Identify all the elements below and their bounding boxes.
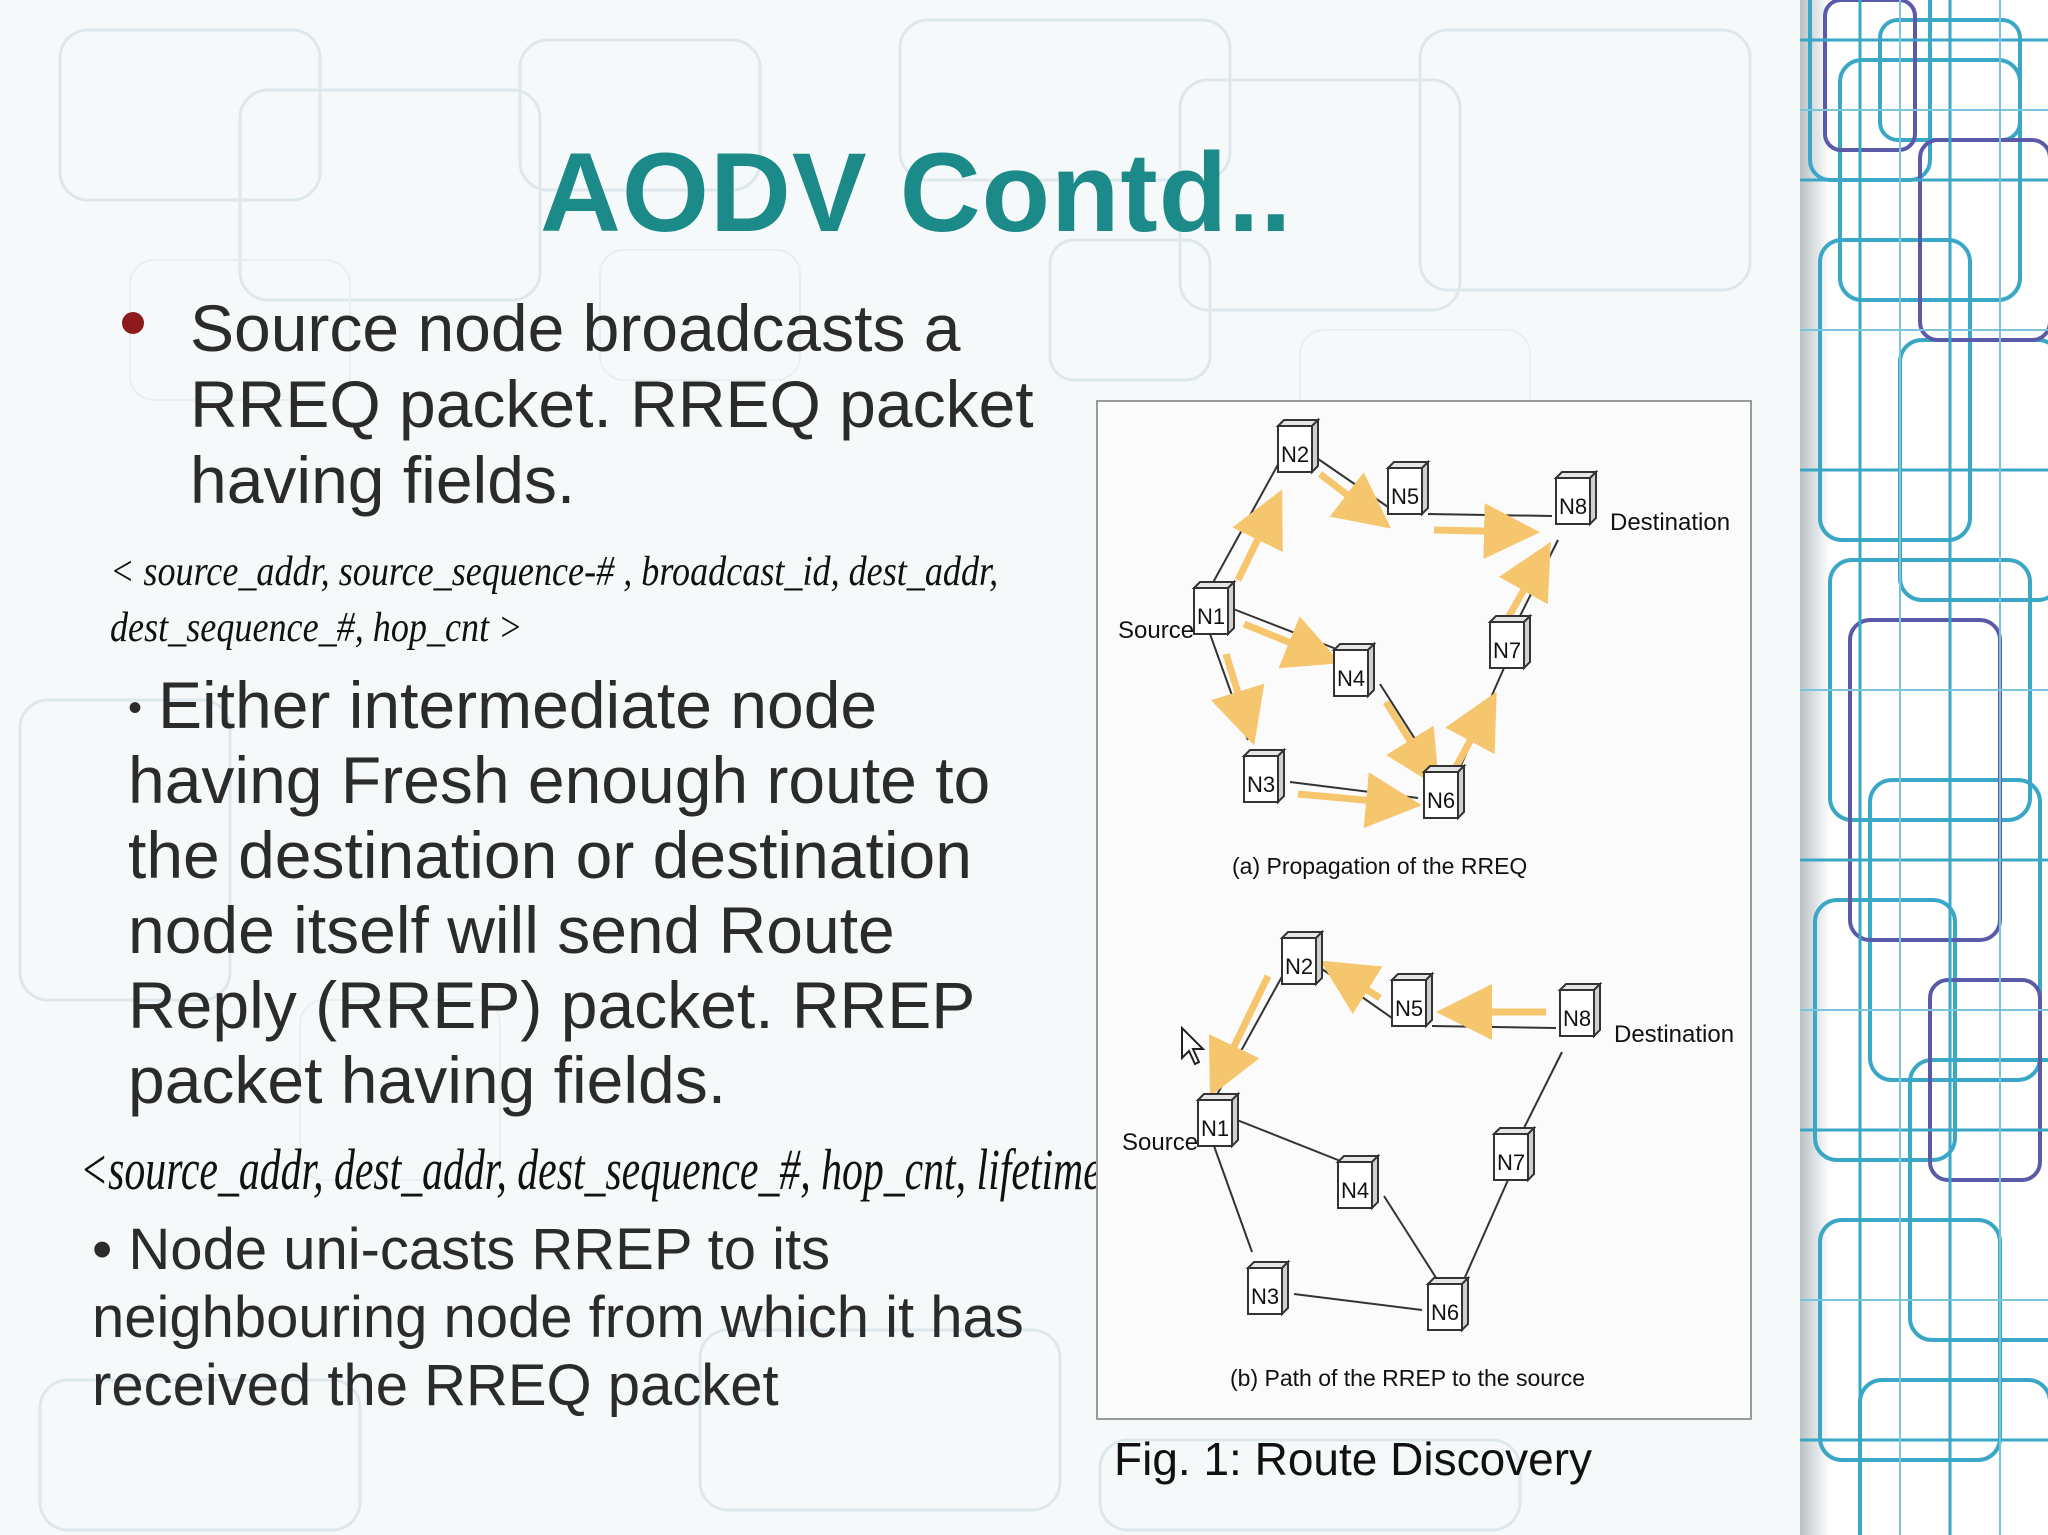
node-n4: N4 (1333, 643, 1375, 697)
svg-text:N1: N1 (1197, 604, 1225, 629)
svg-text:N4: N4 (1337, 666, 1365, 691)
diagram-b: N2 N5 N8 N1 N7 N4 N3 N6 Destination Sour… (1122, 931, 1734, 1391)
label-destination-b: Destination (1614, 1021, 1734, 1048)
svg-text:N2: N2 (1285, 954, 1313, 979)
svg-text:N6: N6 (1427, 788, 1455, 813)
route-discovery-diagram: N2 N5 N8 N1 N7 N4 N3 N6 Destination Sour… (1118, 419, 1734, 1391)
svg-text:N3: N3 (1251, 1284, 1279, 1309)
node-n2: N2 (1277, 419, 1319, 473)
bullet-dot: • (128, 686, 143, 730)
route-discovery-figure: N2 N5 N8 N1 N7 N4 N3 N6 Destination Sour… (1096, 400, 1752, 1420)
label-source-b: Source (1122, 1129, 1198, 1156)
node-n7: N7 (1489, 615, 1531, 669)
node-n3-b: N3 (1247, 1261, 1289, 1315)
right-edge-decoration (1800, 0, 2048, 1535)
figure-caption: Fig. 1: Route Discovery (1114, 1433, 1593, 1485)
node-n6: N6 (1423, 765, 1465, 819)
svg-text:N1: N1 (1201, 1116, 1229, 1141)
caption-b: (b) Path of the RREP to the source (1230, 1365, 1585, 1391)
svg-text:N7: N7 (1493, 638, 1521, 663)
svg-text:N8: N8 (1559, 494, 1587, 519)
node-n1-b: N1 (1197, 1093, 1239, 1147)
bullet-rrep-reply: Either intermediate node having Fresh en… (128, 668, 1058, 1118)
bullet-unicast: • Node uni-casts RREP to its neighbourin… (92, 1217, 1024, 1418)
node-n5-b: N5 (1391, 973, 1433, 1027)
node-n4-b: N4 (1337, 1155, 1379, 1209)
node-n6-b: N6 (1427, 1277, 1469, 1331)
node-n2-b: N2 (1281, 931, 1323, 985)
bullet-rreq-broadcast: Source node broadcasts a RREQ packet. RR… (190, 291, 1034, 517)
node-n1: N1 (1193, 581, 1235, 635)
svg-text:N7: N7 (1497, 1150, 1525, 1175)
rreq-fields-line2: dest_sequence_#, hop_cnt > (110, 605, 523, 651)
node-n5: N5 (1387, 461, 1429, 515)
svg-text:N5: N5 (1391, 484, 1419, 509)
label-source-a: Source (1118, 617, 1194, 644)
svg-text:N6: N6 (1431, 1300, 1459, 1325)
node-n8-b: N8 (1559, 983, 1601, 1037)
node-n7-b: N7 (1493, 1127, 1535, 1181)
mouse-cursor-icon (1181, 1025, 1206, 1066)
caption-a: (a) Propagation of the RREQ (1232, 853, 1527, 879)
diagram-a: N2 N5 N8 N1 N7 N4 N3 N6 Destination Sour… (1118, 419, 1730, 879)
node-n3: N3 (1243, 749, 1285, 803)
svg-text:N3: N3 (1247, 772, 1275, 797)
bullet-rrep-reply-text: Either intermediate node having Fresh en… (128, 668, 991, 1117)
svg-text:N5: N5 (1395, 996, 1423, 1021)
bullet-marker (122, 312, 144, 334)
slide-title: AODV Contd.. (540, 130, 1293, 255)
rrep-fields: <source_addr, dest_addr, dest_sequence_#… (80, 1137, 1130, 1202)
rreq-fields-line1: < source_addr, source_sequence-# , broad… (110, 549, 999, 595)
svg-text:N8: N8 (1563, 1006, 1591, 1031)
svg-text:N2: N2 (1281, 442, 1309, 467)
label-destination-a: Destination (1610, 509, 1730, 536)
svg-text:N4: N4 (1341, 1178, 1369, 1203)
node-n8: N8 (1555, 471, 1597, 525)
